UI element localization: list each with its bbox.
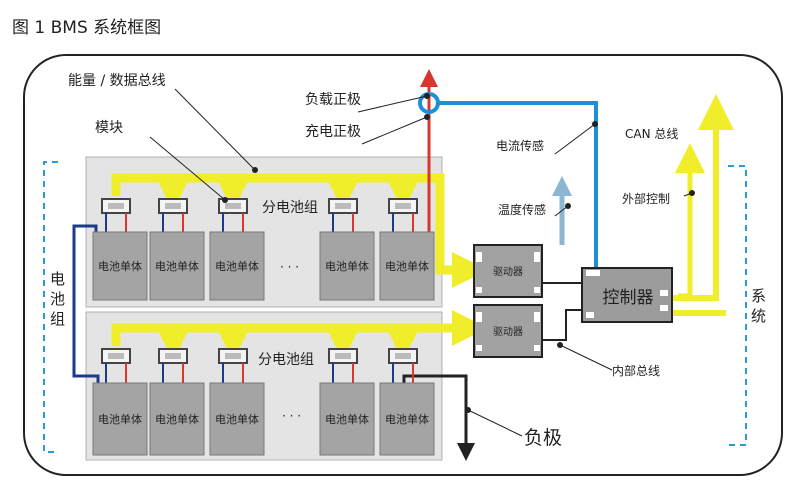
load-positive-label: 负载正极	[305, 92, 361, 108]
battery-cell-0-2	[209, 231, 265, 301]
battery-cell-label: 电池单体	[215, 412, 259, 426]
figure-title: 图 1 BMS 系统框图	[12, 18, 161, 38]
battery-cell-label: 电池单体	[98, 259, 142, 273]
driver-upper-label: 驱动器	[493, 266, 523, 278]
sub-pack-lower-label: 分电池组	[258, 352, 314, 368]
controller-label: 控制器	[603, 288, 654, 308]
external-control-label: 外部控制	[622, 191, 670, 206]
cells-ellipsis-upper: · · ·	[280, 260, 299, 274]
module-1-3	[328, 348, 358, 383]
current-sense-label: 电流传感	[496, 138, 544, 153]
battery-cell-label: 电池单体	[155, 259, 199, 273]
sub-pack-upper-label: 分电池组	[262, 200, 318, 216]
series-link	[72, 224, 100, 383]
battery-cell-1-1	[149, 382, 205, 456]
current-sense-line	[438, 101, 598, 270]
driver-upper	[473, 244, 543, 298]
outer-frame	[23, 54, 783, 476]
battery-pack-label: 电 池 组	[50, 270, 65, 328]
svg-text:统: 统	[751, 307, 766, 325]
negative-line	[402, 374, 475, 461]
charge-positive-label: 充电正极	[305, 124, 361, 140]
module-1-0	[101, 348, 131, 383]
can-bus-label: CAN 总线	[625, 127, 678, 141]
can-bus-line	[672, 94, 734, 301]
internal-bus-label: 内部总线	[612, 363, 660, 378]
energy-bus-label: 能量 / 数据总线	[68, 73, 166, 89]
driver-lower-link	[542, 309, 582, 341]
driver-lower	[473, 304, 543, 358]
temp-sense-label: 温度传感	[498, 202, 546, 217]
svg-text:池: 池	[50, 290, 65, 308]
battery-cell-label: 电池单体	[325, 259, 369, 273]
module-0-3	[328, 198, 358, 232]
battery-cell-label: 电池单体	[325, 412, 369, 426]
external-control-line	[675, 143, 705, 299]
system-label: 系 统	[751, 287, 766, 325]
module-1-1	[158, 348, 188, 383]
negative-label: 负极	[524, 427, 562, 449]
battery-cell-1-3	[319, 382, 375, 456]
battery-cell-label: 电池单体	[98, 412, 142, 426]
battery-cell-label: 电池单体	[385, 412, 429, 426]
battery-cell-0-0	[92, 231, 148, 301]
battery-cell-1-0	[92, 382, 148, 456]
energy-bus-lower	[111, 310, 488, 346]
battery-pack-bracket	[43, 161, 58, 453]
module-1-2	[218, 348, 248, 383]
battery-cell-label: 电池单体	[155, 412, 199, 426]
battery-cell-1-2	[209, 382, 265, 456]
controller	[581, 267, 673, 323]
svg-text:组: 组	[50, 310, 65, 328]
module-0-1	[158, 198, 188, 232]
cells-ellipsis-lower: · · ·	[282, 409, 301, 423]
system-bracket	[728, 165, 747, 446]
energy-bus-upper	[111, 173, 488, 288]
leader-lines	[149, 88, 693, 437]
battery-cell-0-1	[149, 231, 205, 301]
battery-cell-label: 电池单体	[215, 259, 259, 273]
battery-cell-1-4	[379, 382, 435, 456]
battery-cell-label: 电池单体	[385, 259, 429, 273]
driver-lower-label: 驱动器	[493, 326, 523, 338]
svg-text:电: 电	[50, 270, 65, 288]
battery-cell-0-3	[319, 231, 375, 301]
module-0-4	[388, 198, 418, 232]
module-1-4	[388, 348, 418, 383]
battery-cell-0-4	[379, 231, 435, 301]
leader-dots	[222, 93, 695, 413]
svg-text:系: 系	[751, 287, 766, 305]
module-label: 模块	[95, 120, 123, 136]
module-0-0	[101, 198, 131, 232]
